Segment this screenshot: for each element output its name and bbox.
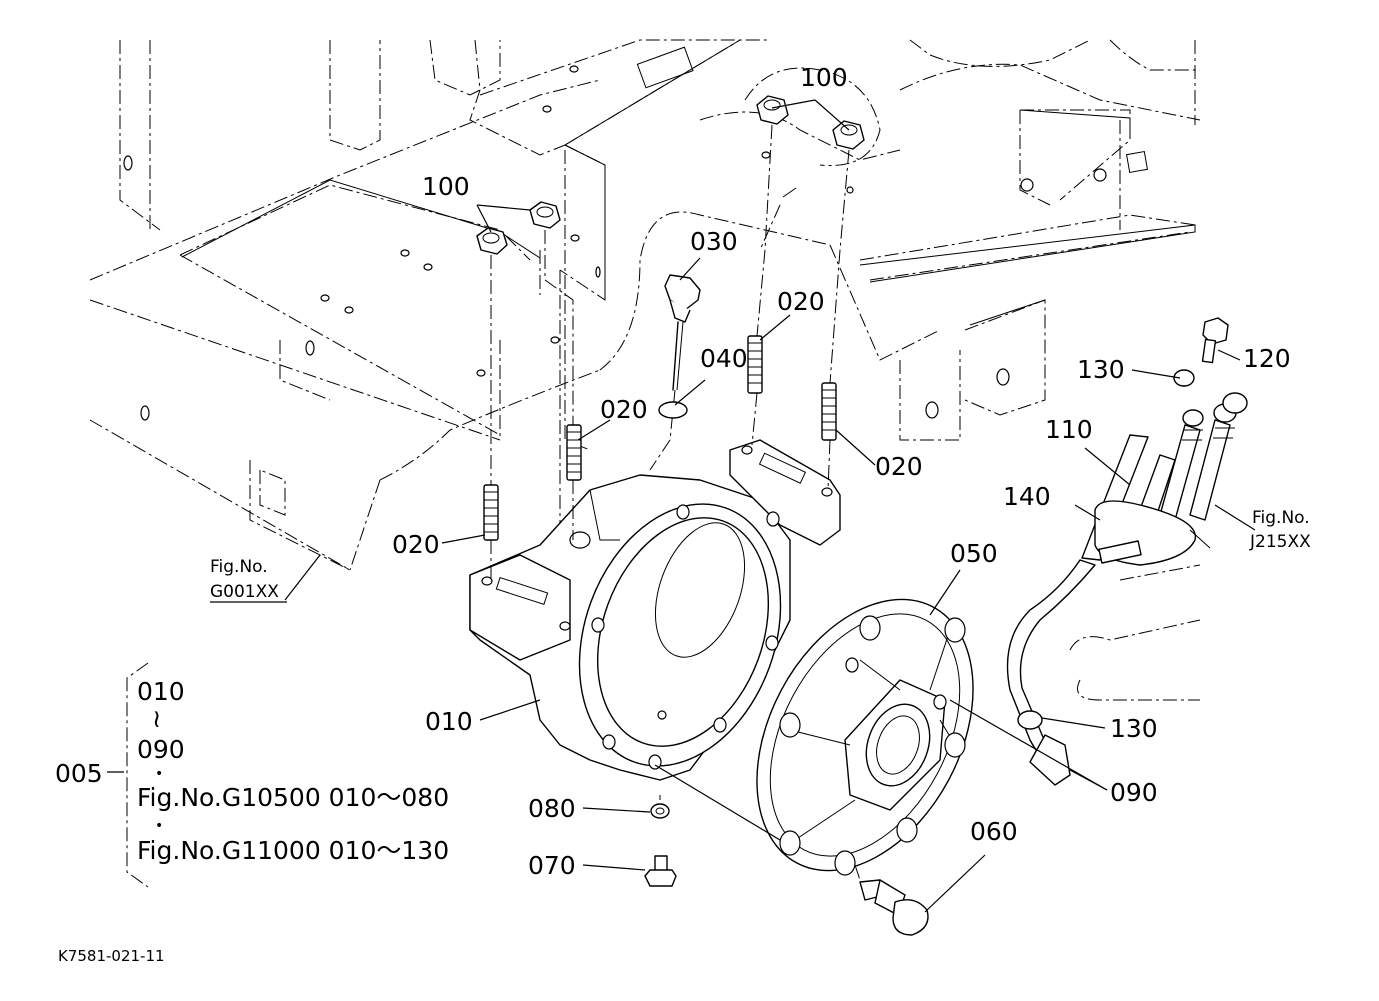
callout-090: 090 <box>1110 778 1158 807</box>
callout-labels: 100 100 030 020 040 020 020 020 120 130 … <box>392 63 1291 880</box>
figure-reference-j215: Fig.No. J215XX <box>1249 508 1311 552</box>
fig-ref-g001-line1: Fig.No. <box>210 557 268 577</box>
callout-020-middle: 020 <box>600 395 648 424</box>
frame-plates <box>181 39 1196 326</box>
callout-100-left: 100 <box>422 172 470 201</box>
leader-lines <box>284 99 1256 913</box>
assembly-centerlines <box>490 124 850 800</box>
fig-ref-j215-line2: J215XX <box>1249 532 1311 552</box>
clamp-130-lower <box>1017 710 1043 730</box>
legend-assembly-number: 005 <box>55 759 103 788</box>
callout-130-upper: 130 <box>1077 355 1125 384</box>
legend-range-start: 010 <box>137 677 185 706</box>
callout-030: 030 <box>690 227 738 256</box>
nut-100-left-a <box>476 227 508 255</box>
legend-fig-g11000: Fig.No.G11000 010～130 <box>137 836 449 865</box>
cable-tie-140 <box>1094 500 1211 566</box>
callout-110: 110 <box>1045 415 1093 444</box>
callout-080: 080 <box>528 794 576 823</box>
legend-dot-1: • <box>155 766 163 782</box>
callout-120: 120 <box>1243 344 1291 373</box>
dipstick-030 <box>649 274 701 471</box>
callout-010: 010 <box>425 707 473 736</box>
nut-100-left-b <box>529 201 561 229</box>
drain-plug-060 <box>854 864 929 936</box>
case-010 <box>469 439 841 781</box>
cover-050 <box>756 598 974 876</box>
callout-020-right: 020 <box>875 452 923 481</box>
hose-090 <box>1006 559 1096 786</box>
nut-100-right-b <box>832 120 865 150</box>
callout-040: 040 <box>700 344 748 373</box>
drawing-code: K7581-021-11 <box>58 947 165 965</box>
frame-holes <box>123 65 1107 421</box>
fig-ref-j215-line1: Fig.No. <box>1252 508 1310 528</box>
callout-100-right: 100 <box>800 63 848 92</box>
studs-020 <box>483 335 837 541</box>
nut-100-right-a <box>756 95 789 125</box>
callout-050: 050 <box>950 539 998 568</box>
frame-outline <box>89 39 1201 701</box>
assembly-legend: 005 010 ≀ 090 • Fig.No.G10500 010～080 • … <box>55 662 449 888</box>
legend-dot-2: • <box>155 818 163 834</box>
callout-140: 140 <box>1003 482 1051 511</box>
callout-020-left: 020 <box>392 530 440 559</box>
callout-130-lower: 130 <box>1110 714 1158 743</box>
fig-ref-g001-line2: G001XX <box>210 582 279 602</box>
legend-fig-g10500: Fig.No.G10500 010～080 <box>137 783 449 812</box>
callout-020-upper: 020 <box>777 287 825 316</box>
callout-070: 070 <box>528 851 576 880</box>
washer-080 <box>650 803 670 819</box>
o-ring-040 <box>658 401 688 419</box>
callout-060: 060 <box>970 817 1018 846</box>
legend-range-separator: ≀ <box>152 704 161 733</box>
clamp-130-upper <box>1173 369 1195 387</box>
bolt-120 <box>1201 317 1229 364</box>
plug-070 <box>644 855 677 887</box>
figure-reference-g001: Fig.No. G001XX <box>210 557 287 603</box>
legend-range-end: 090 <box>137 735 185 764</box>
